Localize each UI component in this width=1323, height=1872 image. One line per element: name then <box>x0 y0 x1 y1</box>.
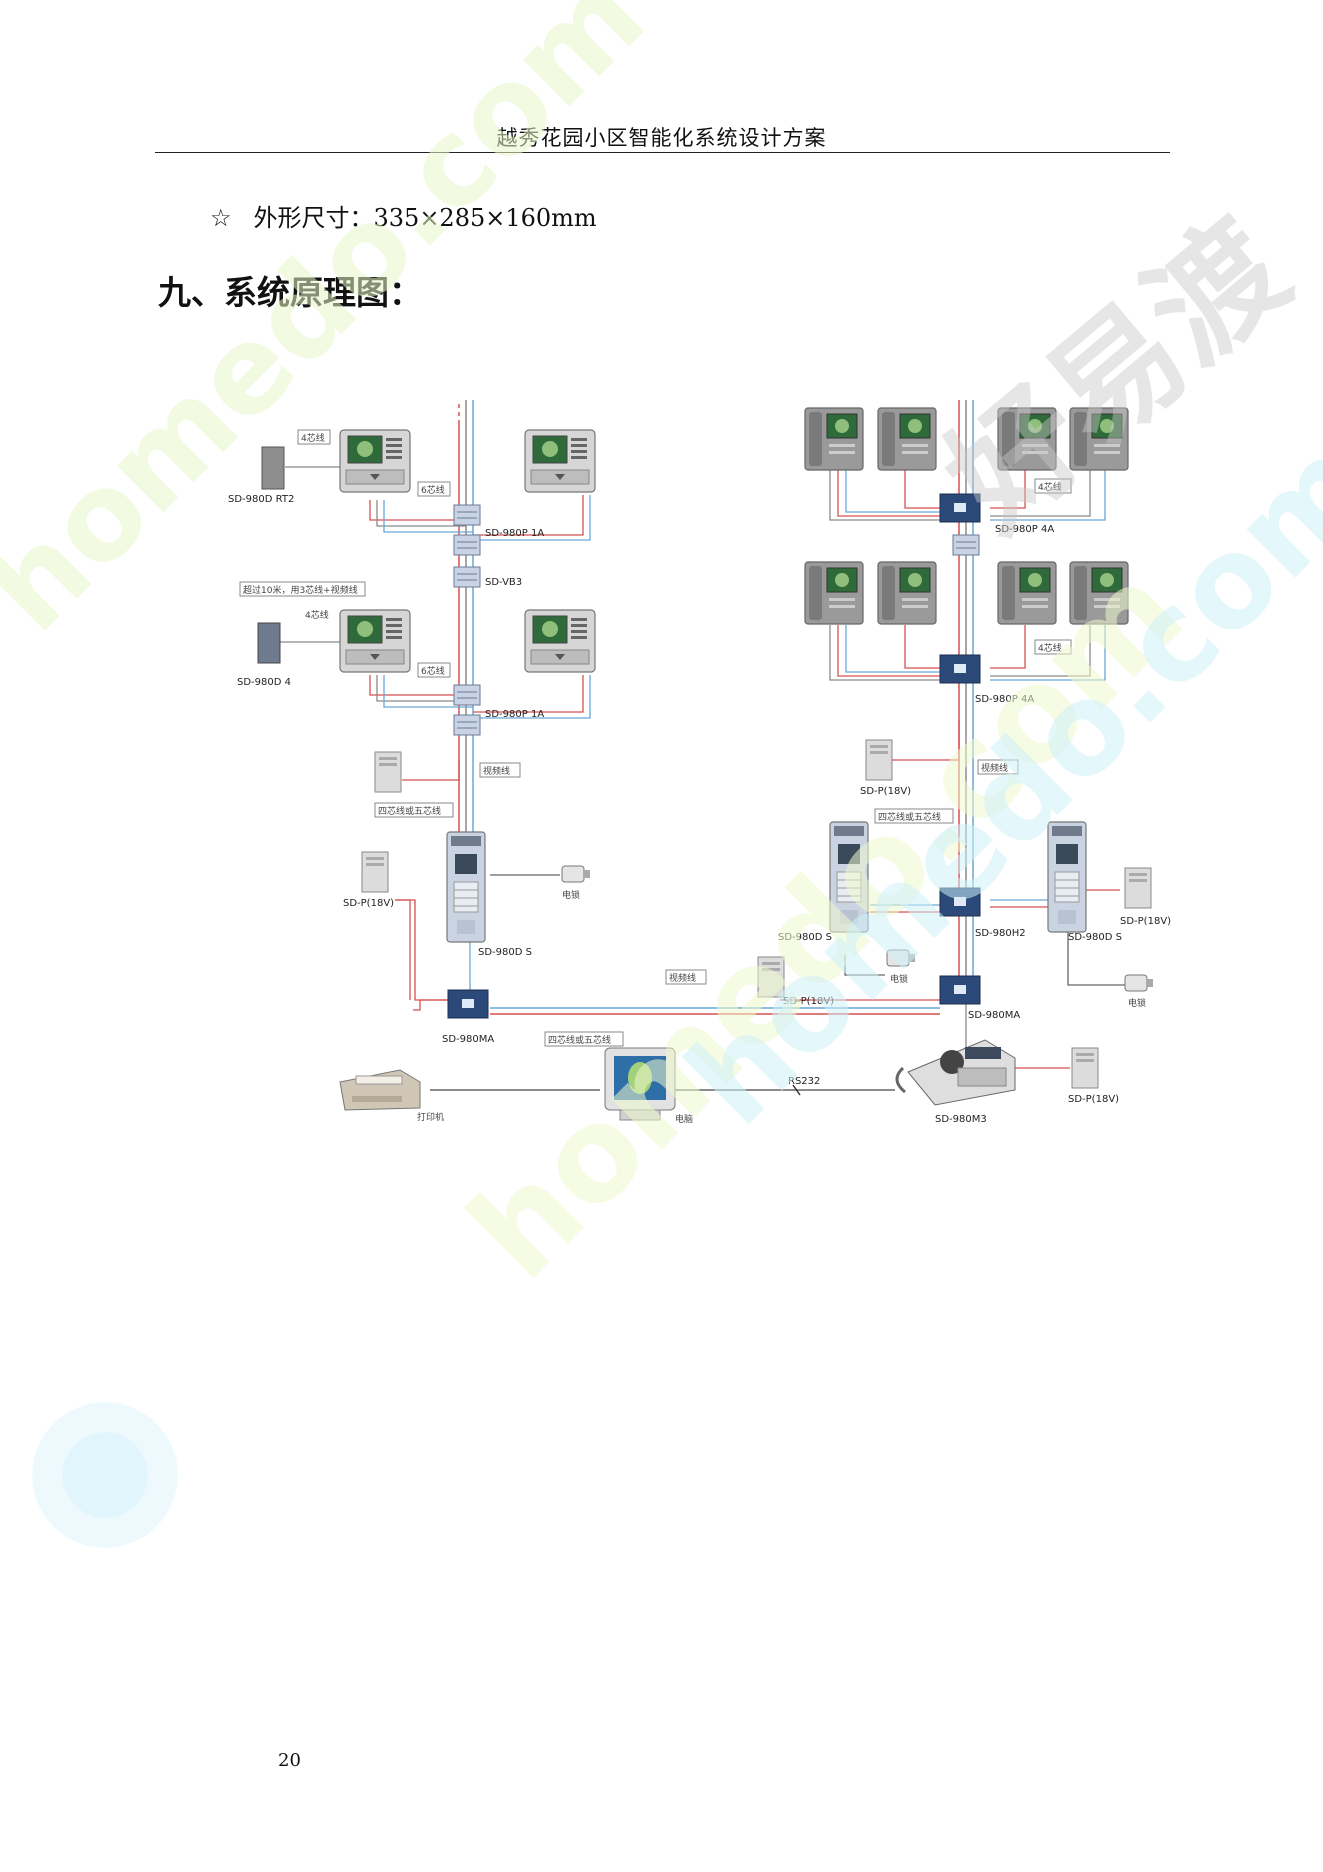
label-ds: SD-980D S <box>478 947 532 958</box>
power-supply <box>1124 867 1152 909</box>
right-devices <box>757 407 1154 1089</box>
callout-wire4: 4芯线 <box>1038 642 1062 654</box>
label-rt2: SD-980D RT2 <box>228 494 294 505</box>
indoor-handset <box>804 407 864 471</box>
callout-video: 视频线 <box>981 762 1008 774</box>
printer <box>339 1069 421 1111</box>
label-p4a: SD-980P 4A <box>975 694 1034 705</box>
section-heading: 九、系统原理图： <box>158 273 422 312</box>
label-m3: SD-980M3 <box>935 1114 987 1125</box>
label-psu: SD-P(18V) <box>860 786 911 797</box>
distributor-p1a <box>453 534 481 556</box>
callout-video: 视频线 <box>669 972 696 984</box>
power-supply <box>361 851 389 893</box>
bottom-devices <box>339 1039 1016 1121</box>
indoor-handset <box>877 561 937 625</box>
label-h2: SD-980H2 <box>975 928 1026 939</box>
electric-lock <box>561 865 591 883</box>
label-computer: 电脑 <box>675 1113 693 1125</box>
label-psu: SD-P(18V) <box>1068 1094 1119 1105</box>
page-number: 20 <box>278 1750 301 1771</box>
spec-line: ☆ 外形尺寸：335×285×160mm <box>210 198 597 233</box>
distributor-p4a <box>939 493 981 523</box>
label-ma: SD-980MA <box>442 1034 494 1045</box>
power-supply <box>865 739 893 781</box>
star-icon: ☆ <box>210 204 232 232</box>
label-lock: 电锁 <box>562 889 580 901</box>
watermark-flower-icon <box>20 1390 190 1560</box>
label-psu: SD-P(18V) <box>783 996 834 1007</box>
callout-twist: 四芯线或五芯线 <box>548 1034 611 1046</box>
video-amp-vb3 <box>453 566 481 588</box>
callout-video: 视频线 <box>483 765 510 777</box>
label-ma: SD-980MA <box>968 1010 1020 1021</box>
outdoor-station-d4 <box>257 622 281 664</box>
power-supply <box>1071 1047 1099 1089</box>
label-lock: 电锁 <box>1128 997 1146 1009</box>
device-labels: SD-980D RT2 SD-980P 1A SD-VB3 SD-980D 4 … <box>228 494 1171 1125</box>
callout-wire4: 4芯线 <box>1038 481 1062 493</box>
left-devices <box>257 429 596 1019</box>
label-d4: SD-980D 4 <box>237 677 291 688</box>
management-unit-ma <box>939 975 981 1005</box>
management-console-m3 <box>895 1039 1016 1106</box>
indoor-handset <box>877 407 937 471</box>
label-p1a: SD-980P 1A <box>485 528 544 539</box>
label-p1a: SD-980P 1A <box>485 709 544 720</box>
distributor-p1a <box>453 504 481 526</box>
power-supply <box>757 956 785 998</box>
trunk-wiring <box>430 1007 940 1096</box>
indoor-monitor <box>339 609 411 673</box>
callouts: 4芯线 6芯线 超过10米，用3芯线+视频线 4芯线 6芯线 4芯线 4芯线 视… <box>239 429 1072 1047</box>
callout-over10m: 超过10米，用3芯线+视频线 <box>243 584 358 596</box>
label-psu: SD-P(18V) <box>343 898 394 909</box>
callout-wire4: 4芯线 <box>301 432 325 444</box>
callout-twist: 四芯线或五芯线 <box>878 811 941 823</box>
indoor-handset <box>997 561 1057 625</box>
label-p4a: SD-980P 4A <box>995 524 1054 535</box>
label-ds: SD-980D S <box>1068 932 1122 943</box>
label-lock: 电锁 <box>890 973 908 985</box>
electric-lock <box>1124 974 1154 992</box>
indoor-handset <box>1069 407 1129 471</box>
connector <box>952 534 980 556</box>
indoor-monitor <box>339 429 411 493</box>
indoor-monitor <box>524 429 596 493</box>
computer <box>604 1047 676 1121</box>
distributor-p4a <box>939 654 981 684</box>
indoor-handset <box>804 561 864 625</box>
spec-text: 外形尺寸：335×285×160mm <box>253 204 597 232</box>
indoor-handset <box>997 407 1057 471</box>
switcher-h2 <box>939 887 981 917</box>
label-vb3: SD-VB3 <box>485 577 522 588</box>
header-title: 越秀花园小区智能化系统设计方案 <box>496 126 827 150</box>
door-panel-ds <box>829 821 869 933</box>
label-printer: 打印机 <box>417 1111 444 1123</box>
distributor-p1a <box>453 684 481 706</box>
electric-lock <box>886 949 916 967</box>
door-panel-ds <box>1047 821 1087 933</box>
left-wiring <box>280 466 591 1011</box>
callout-wire4: 4芯线 <box>305 609 329 621</box>
door-panel-ds <box>446 831 486 943</box>
callout-twist: 四芯线或五芯线 <box>378 805 441 817</box>
outdoor-station-rt2 <box>261 446 285 490</box>
label-psu: SD-P(18V) <box>1120 916 1171 927</box>
distributor-p1a <box>453 714 481 736</box>
right-wiring <box>780 470 1130 1069</box>
management-unit-ma <box>447 989 489 1019</box>
callout-wire6: 6芯线 <box>421 484 445 496</box>
callout-wire6: 6芯线 <box>421 665 445 677</box>
label-rs232: RS232 <box>788 1076 820 1087</box>
header-rule <box>155 152 1170 153</box>
indoor-monitor <box>524 609 596 673</box>
power-supply <box>374 751 402 793</box>
indoor-handset <box>1069 561 1129 625</box>
label-ds: SD-980D S <box>778 932 832 943</box>
